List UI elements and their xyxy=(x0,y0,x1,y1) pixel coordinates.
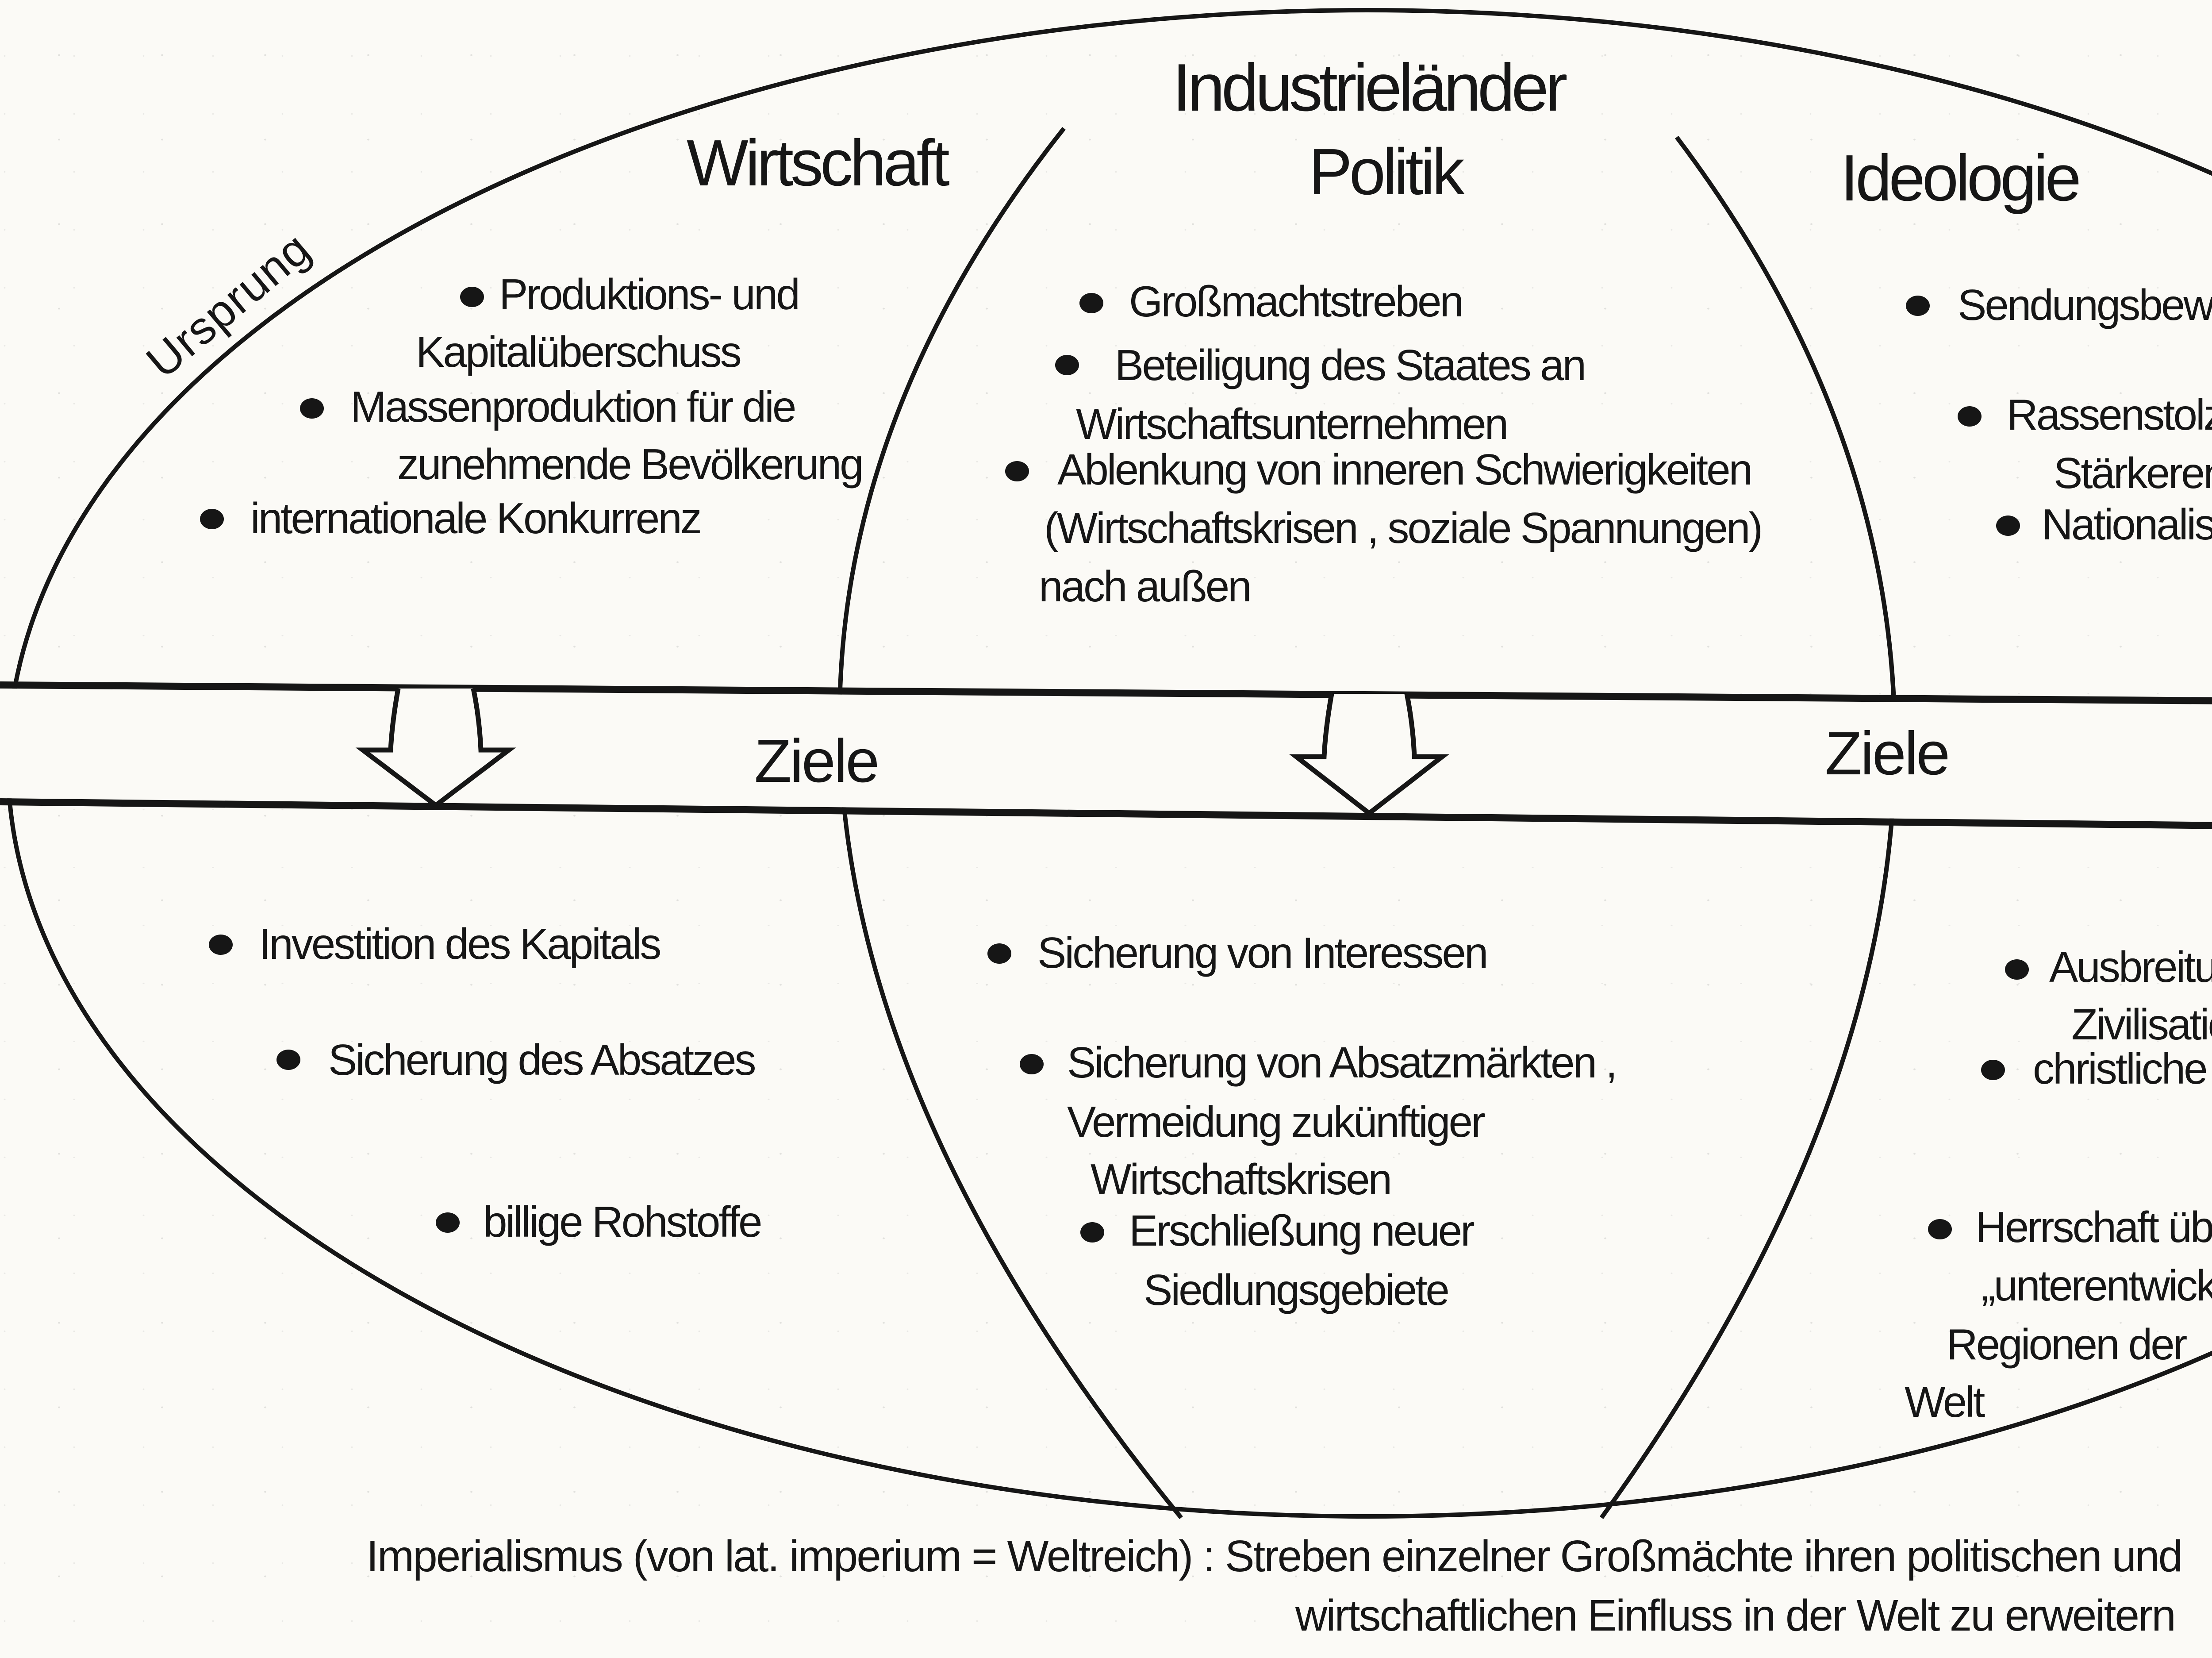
goal-ideologie-item-1-line-1: Ausbreitung der europäischen xyxy=(2049,942,2212,991)
bullet-dot xyxy=(987,943,1011,964)
bullet-dot xyxy=(1005,461,1029,481)
bullet-dot xyxy=(1958,406,1982,427)
band-bottom-line xyxy=(0,798,2212,829)
down-arrow-left xyxy=(355,688,516,808)
bullet-dot xyxy=(460,287,484,307)
origin-wirtschaft-item-2-line-2: zunehmende Bevölkerung xyxy=(397,440,864,489)
band-label-ziele-right: Ziele xyxy=(1825,719,1950,788)
goal-wirtschaft-item-2-line-1: Sicherung des Absatzes xyxy=(328,1035,756,1084)
goal-wirtschaft-item-1-line-1: Investition des Kapitals xyxy=(259,919,661,968)
column-title-wirtschaft: Wirtschaft xyxy=(687,127,950,200)
goal-wirtschaft-item-3-line-1: billige Rohstoffe xyxy=(483,1197,763,1246)
origin-wirtschaft-item-3-line-1: internationale Konkurrenz xyxy=(250,494,702,542)
bullet-dot xyxy=(1981,1060,2005,1080)
bullet-dot xyxy=(1928,1219,1952,1239)
bullet-dot xyxy=(1080,1222,1104,1243)
goal-ideologie-item-2-line-1: christliche Mission xyxy=(2033,1044,2212,1093)
definition-caption-line-2: wirtschaftlichen Einfluss in der Welt zu… xyxy=(1295,1591,2176,1640)
goal-politik-item-3-line-1: Erschließung neuer xyxy=(1129,1206,1475,1255)
diagram-title: Industrieländer xyxy=(1172,50,1568,125)
bullet-dot xyxy=(1996,515,2020,536)
origin-politik-item-3-line-3: nach außen xyxy=(1039,562,1252,611)
down-arrow-middle xyxy=(1289,693,1450,816)
bullet-dot xyxy=(276,1050,300,1070)
bullet-dot xyxy=(436,1212,460,1233)
divider-left-meridian xyxy=(837,127,1183,1520)
goals-band xyxy=(0,689,2212,822)
goal-politik-item-1-line-1: Sicherung von Interessen xyxy=(1037,928,1488,977)
origin-ideologie-item-2-line-1: Rassenstolz, Recht des xyxy=(2007,390,2212,439)
bullet-dot xyxy=(1020,1054,1044,1074)
origin-ideologie-item-1-line-1: Sendungsbewusstsein xyxy=(1958,281,2212,329)
origin-politik-item-3-line-1: Ablenkung von inneren Schwierigkeiten xyxy=(1057,445,1753,494)
band-label-ziele-left: Ziele xyxy=(754,727,879,795)
origin-politik-item-3-line-2: (Wirtschaftskrisen , soziale Spannungen) xyxy=(1044,504,1763,552)
origin-wirtschaft-item-2-line-1: Massenproduktion für die xyxy=(350,382,796,431)
origin-politik-item-2-line-1: Beteiligung des Staates an xyxy=(1115,341,1586,389)
origin-wirtschaft-item-1-line-2: Kapitalüberschuss xyxy=(416,327,742,376)
definition-caption-line-1: Imperialismus (von lat. imperium = Weltr… xyxy=(366,1531,2183,1581)
goal-politik-item-3-line-2: Siedlungsgebiete xyxy=(1144,1266,1450,1314)
bullet-dot xyxy=(209,935,233,955)
goal-politik-item-2-line-1: Sicherung von Absatzmärkten , xyxy=(1067,1038,1617,1087)
origin-ideologie-item-2-line-2: Stärkeren xyxy=(2054,449,2212,497)
goal-ideologie-item-3-line-4: Welt xyxy=(1905,1377,1985,1426)
goal-ideologie-item-3-line-3: Regionen der xyxy=(1947,1320,2187,1369)
column-title-ideologie: Ideologie xyxy=(1840,142,2081,215)
origin-politik-item-1-line-1: Großmachtstreben xyxy=(1129,277,1464,326)
goal-politik-item-2-line-3: Wirtschaftskrisen xyxy=(1091,1155,1392,1204)
bullet-dot xyxy=(300,398,324,419)
origin-wirtschaft-item-1-line-1: Produktions- und xyxy=(499,270,800,319)
goal-ideologie-item-3-line-1: Herrschaft über xyxy=(1975,1203,2212,1251)
bullet-dot xyxy=(1055,355,1079,375)
bullet-dot xyxy=(2005,959,2029,980)
goal-ideologie-item-3-line-2: „unterentwickelte“ xyxy=(1981,1261,2212,1310)
bullet-dot xyxy=(1079,293,1103,313)
origin-ideologie-item-3-line-1: Nationalismus xyxy=(2042,500,2212,549)
divider-right-meridian xyxy=(1599,135,1897,1519)
goal-politik-item-2-line-2: Vermeidung zukünftiger xyxy=(1067,1097,1486,1146)
column-title-politik: Politik xyxy=(1309,135,1465,208)
bullet-dot xyxy=(1906,296,1930,316)
origin-politik-item-2-line-2: Wirtschaftsunternehmen xyxy=(1076,400,1509,448)
goal-ideologie-item-1-line-2: Zivilisation xyxy=(2071,1000,2212,1049)
bullet-dot xyxy=(200,509,224,529)
